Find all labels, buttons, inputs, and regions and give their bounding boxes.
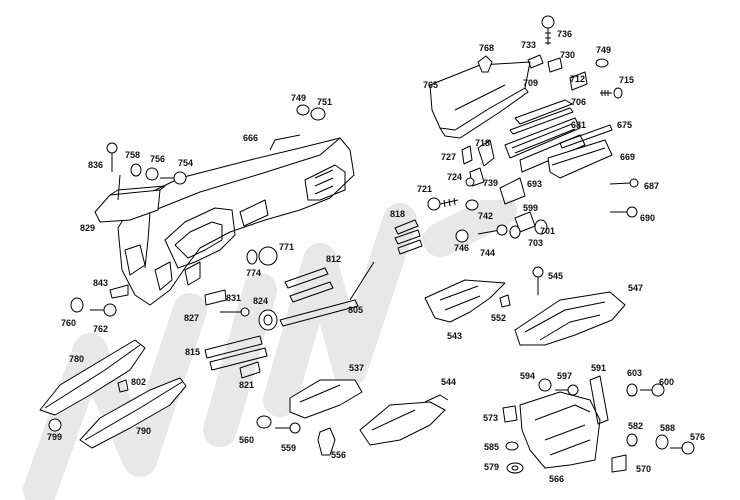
part-label-762: 762 xyxy=(93,324,109,334)
part-label-829: 829 xyxy=(80,223,96,233)
part-label-771: 771 xyxy=(279,242,295,252)
part-label-579: 579 xyxy=(484,462,500,472)
part-label-594: 594 xyxy=(520,371,536,381)
part-label-588: 588 xyxy=(660,423,676,433)
part-label-815: 815 xyxy=(185,347,201,357)
part-label-591: 591 xyxy=(591,363,607,373)
part-label-600: 600 xyxy=(659,377,675,387)
part-label-780: 780 xyxy=(69,354,85,364)
lid-765 xyxy=(429,61,531,131)
part-label-760: 760 xyxy=(61,318,77,328)
part-label-718: 718 xyxy=(475,138,491,148)
part-label-547: 547 xyxy=(628,283,644,293)
part-label-706: 706 xyxy=(571,97,587,107)
part-label-733: 733 xyxy=(521,40,537,50)
part-label-768: 768 xyxy=(479,43,495,53)
part-label-573: 573 xyxy=(483,413,499,423)
part-label-790: 790 xyxy=(136,426,152,436)
part-label-843: 843 xyxy=(93,278,109,288)
part-label-802: 802 xyxy=(131,377,147,387)
part-label-603: 603 xyxy=(627,368,643,378)
part-label-566: 566 xyxy=(549,474,565,484)
part-label-681: 681 xyxy=(571,120,587,130)
part-label-730: 730 xyxy=(560,50,576,60)
part-label-831: 831 xyxy=(226,293,242,303)
part-label-543: 543 xyxy=(447,331,463,341)
part-label-693: 693 xyxy=(527,179,543,189)
part-label-559: 559 xyxy=(281,443,297,453)
part-label-749-top: 749 xyxy=(596,45,612,55)
cover-669 xyxy=(547,139,613,179)
bracket-566 xyxy=(519,391,601,469)
part-label-570: 570 xyxy=(636,464,652,474)
part-label-675: 675 xyxy=(617,120,633,130)
part-label-836: 836 xyxy=(88,160,104,170)
part-label-560: 560 xyxy=(239,435,255,445)
part-label-756: 756 xyxy=(150,154,166,164)
part-label-805: 805 xyxy=(348,305,364,315)
part-label-552: 552 xyxy=(491,313,507,323)
part-label-749: 749 xyxy=(291,93,307,103)
part-label-715: 715 xyxy=(619,75,635,85)
part-label-556: 556 xyxy=(331,450,347,460)
part-label-537: 537 xyxy=(349,363,365,373)
part-label-751: 751 xyxy=(317,97,333,107)
part-label-742: 742 xyxy=(478,211,494,221)
part-label-582: 582 xyxy=(628,421,644,431)
part-label-669: 669 xyxy=(620,152,636,162)
part-label-709: 709 xyxy=(523,78,539,88)
part-label-690: 690 xyxy=(640,213,656,223)
part-label-821: 821 xyxy=(239,380,255,390)
part-label-721: 721 xyxy=(417,184,433,194)
part-label-545: 545 xyxy=(548,271,564,281)
part-label-754: 754 xyxy=(178,158,194,168)
duct-544 xyxy=(359,401,446,446)
duct-547 xyxy=(514,291,626,346)
part-label-765: 765 xyxy=(423,80,439,90)
part-label-727: 727 xyxy=(441,152,457,162)
part-label-724: 724 xyxy=(447,172,463,182)
part-label-666: 666 xyxy=(243,133,259,143)
part-label-687: 687 xyxy=(644,181,660,191)
part-label-739: 739 xyxy=(483,178,499,188)
part-label-585: 585 xyxy=(484,442,500,452)
part-label-544: 544 xyxy=(441,377,457,387)
part-label-818: 818 xyxy=(390,209,406,219)
part-label-599: 599 xyxy=(523,203,539,213)
part-label-712: 712 xyxy=(570,74,586,84)
duct-537 xyxy=(289,379,363,419)
duct-543 xyxy=(424,279,506,323)
part-label-703: 703 xyxy=(528,238,544,248)
part-label-827: 827 xyxy=(184,313,200,323)
part-label-824: 824 xyxy=(253,296,269,306)
part-label-597: 597 xyxy=(557,371,573,381)
part-label-744: 744 xyxy=(480,248,496,258)
part-label-758: 758 xyxy=(125,150,141,160)
part-label-746: 746 xyxy=(454,243,470,253)
part-label-701: 701 xyxy=(540,226,556,236)
part-label-812: 812 xyxy=(326,254,342,264)
part-label-736: 736 xyxy=(557,29,573,39)
part-label-576: 576 xyxy=(690,432,706,442)
part-label-799: 799 xyxy=(47,432,63,442)
part-label-774: 774 xyxy=(246,268,262,278)
